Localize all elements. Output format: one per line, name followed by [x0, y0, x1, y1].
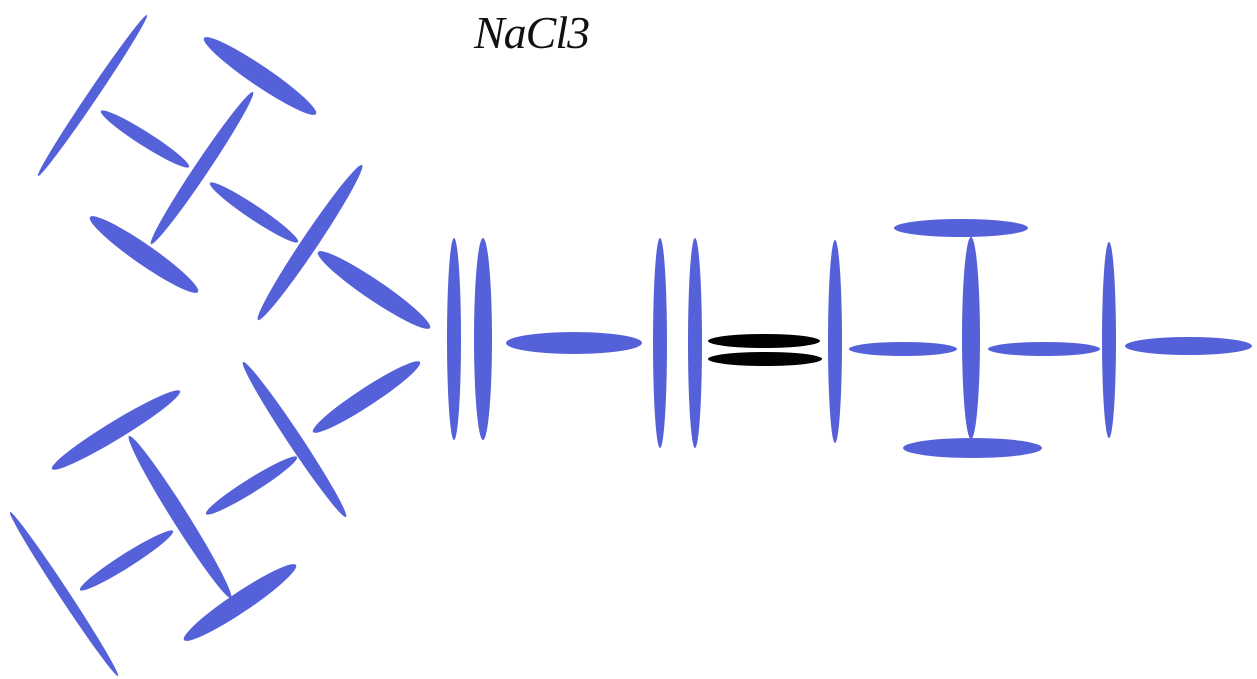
- double-bond: [708, 334, 822, 366]
- bar: [9, 511, 119, 677]
- bar: [447, 238, 461, 440]
- bar: [312, 361, 421, 433]
- bar: [257, 164, 363, 321]
- bar: [474, 238, 492, 440]
- bar: [317, 251, 431, 329]
- bar: [688, 238, 702, 448]
- diagram-title: NaCl3: [474, 7, 590, 58]
- bar: [128, 435, 232, 599]
- bar: [209, 182, 299, 243]
- bar: [894, 219, 1028, 237]
- bar: [203, 37, 317, 115]
- bar: [849, 342, 957, 356]
- bar: [962, 237, 980, 439]
- bar: [903, 438, 1042, 458]
- bar: [653, 238, 667, 448]
- bar: [79, 530, 174, 591]
- bar: [183, 564, 297, 641]
- bar: [89, 216, 199, 293]
- bar: [242, 361, 347, 518]
- bar: [37, 14, 148, 177]
- lower-branch: [9, 361, 421, 677]
- bar: [1125, 337, 1252, 355]
- bar: [1102, 242, 1116, 438]
- bar: [100, 110, 190, 168]
- bar: [988, 342, 1100, 356]
- bar: [506, 332, 642, 354]
- bar: [205, 456, 298, 515]
- bar: [51, 390, 181, 470]
- bond-line: [708, 352, 822, 366]
- upper-branch: [37, 14, 431, 329]
- bar: [828, 240, 842, 443]
- main-chain: [447, 219, 1252, 458]
- bar: [150, 91, 254, 245]
- bond-line: [708, 334, 820, 348]
